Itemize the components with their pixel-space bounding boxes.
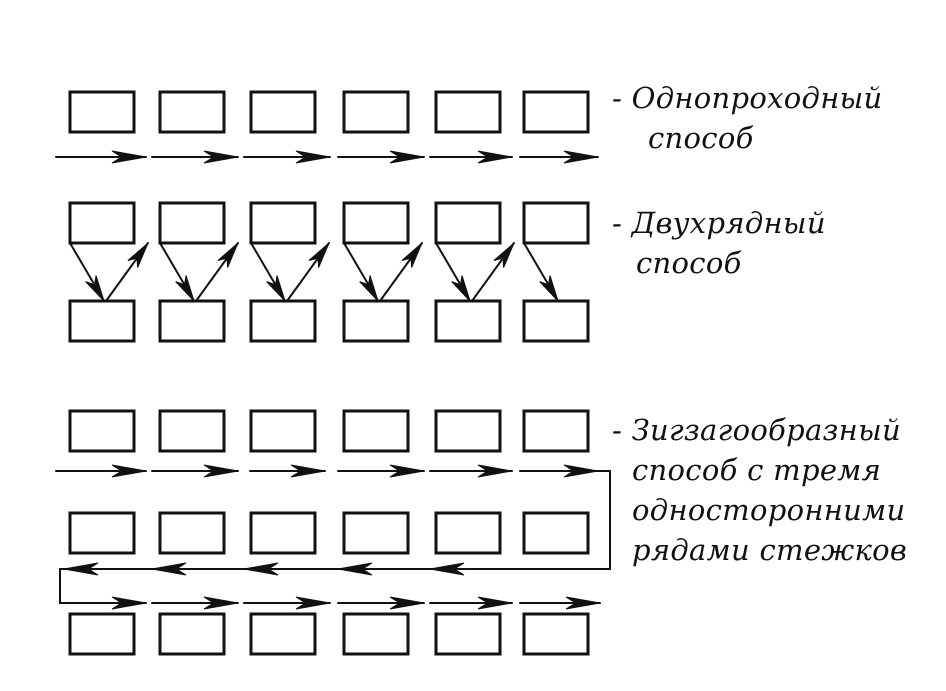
single-pass-arrow-1-head <box>111 150 147 164</box>
double-row-bottom-stitch-4 <box>342 299 410 343</box>
zigzag-forward-arrow-c-4-head <box>389 596 425 610</box>
zigzag-row1-stitch-2 <box>158 409 226 453</box>
double-row-up-arrow-5-head <box>493 242 515 268</box>
caption-zigzag: - Зигзагообразный способ с тремя односто… <box>612 410 907 570</box>
zigzag-row1-stitch-3 <box>249 409 317 453</box>
double-row-down-arrow-3-head <box>266 275 286 302</box>
double-row-bottom-stitch-2 <box>158 299 226 343</box>
caption-double-row-line-2: способ <box>636 246 742 280</box>
double-row-bottom-stitch-5 <box>434 299 502 343</box>
double-row-down-arrow-1-head <box>85 275 105 302</box>
double-row-down-arrow-5-head <box>451 275 471 302</box>
single-pass-arrow-4-head <box>389 150 425 164</box>
caption-single-pass-line-1: - Однопроходный <box>612 81 883 115</box>
caption-double-row: - Двухрядный способ <box>612 203 826 283</box>
caption-zigzag-line-1: - Зигзагообразный <box>612 413 901 447</box>
single-pass-stitch-4 <box>342 90 410 134</box>
zigzag-forward-arrow-a-6-head <box>563 464 599 478</box>
zigzag-forward-arrow-a-2-head <box>203 464 239 478</box>
caption-zigzag-line-2: способ с тремя <box>632 453 882 487</box>
zigzag-row2-stitch-1 <box>68 511 136 555</box>
zigzag-row1-stitch-1 <box>68 409 136 453</box>
zigzag-back-arrow-5-head <box>63 562 99 576</box>
zigzag-row3-stitch-3 <box>249 612 317 656</box>
zigzag-forward-arrow-c-1-head <box>111 596 147 610</box>
double-row-top-stitch-1 <box>68 201 136 245</box>
double-row-down-arrow-6-head <box>539 275 559 302</box>
zigzag-forward-arrow-a-5-head <box>477 464 513 478</box>
double-row-up-arrow-1-head <box>127 242 149 268</box>
double-row-top-stitch-2 <box>158 201 226 245</box>
double-row-bottom-stitch-6 <box>522 299 590 343</box>
zigzag-back-arrow-3-head <box>243 562 279 576</box>
double-row-top-stitch-6 <box>522 201 590 245</box>
zigzag-row2-stitch-4 <box>342 511 410 555</box>
zigzag-row2-stitch-6 <box>522 511 590 555</box>
zigzag-row2-stitch-5 <box>434 511 502 555</box>
zigzag-row2-stitch-2 <box>158 511 226 555</box>
double-row-up-arrow-4-head <box>401 242 423 268</box>
single-pass-stitch-1 <box>68 90 136 134</box>
zigzag-row3-stitch-1 <box>68 612 136 656</box>
single-pass-stitch-2 <box>158 90 226 134</box>
caption-double-row-line-1: - Двухрядный <box>612 206 826 240</box>
zigzag-forward-arrow-a-1-head <box>111 464 147 478</box>
zigzag-row1-stitch-4 <box>342 409 410 453</box>
zigzag-back-arrow-2-head <box>337 562 373 576</box>
caption-single-pass: - Однопроходный способ <box>612 78 883 158</box>
zigzag-forward-arrow-a-4-head <box>389 464 425 478</box>
single-pass-stitch-6 <box>522 90 590 134</box>
double-row-bottom-stitch-3 <box>249 299 317 343</box>
zigzag-forward-arrow-c-6-head <box>565 596 601 610</box>
zigzag-forward-arrow-c-3-head <box>295 596 331 610</box>
zigzag-row1-stitch-6 <box>522 409 590 453</box>
caption-single-pass-line-2: способ <box>648 121 754 155</box>
single-pass-stitch-5 <box>434 90 502 134</box>
zigzag-row1-stitch-5 <box>434 409 502 453</box>
zigzag-back-arrow-1-head <box>429 562 465 576</box>
zigzag-row3-stitch-6 <box>522 612 590 656</box>
zigzag-forward-arrow-a-3-head <box>290 464 326 478</box>
double-row-down-arrow-2-head <box>175 275 195 302</box>
single-pass-stitch-3 <box>249 90 317 134</box>
zigzag-row3-stitch-5 <box>434 612 502 656</box>
zigzag-row3-stitch-4 <box>342 612 410 656</box>
double-row-top-stitch-5 <box>434 201 502 245</box>
single-pass-arrow-5-head <box>477 150 513 164</box>
double-row-top-stitch-4 <box>342 201 410 245</box>
zigzag-back-arrow-4-head <box>151 562 187 576</box>
double-row-up-arrow-2-head <box>217 242 239 268</box>
double-row-up-arrow-3-head <box>308 242 330 268</box>
caption-zigzag-line-4: рядами стежков <box>632 533 908 567</box>
zigzag-row2-stitch-3 <box>249 511 317 555</box>
single-pass-arrow-3-head <box>295 150 331 164</box>
single-pass-arrow-6-head <box>563 150 599 164</box>
caption-zigzag-line-3: односторонними <box>632 493 906 527</box>
double-row-down-arrow-4-head <box>359 275 379 302</box>
zigzag-forward-arrow-c-2-head <box>203 596 239 610</box>
double-row-bottom-stitch-1 <box>68 299 136 343</box>
double-row-top-stitch-3 <box>249 201 317 245</box>
zigzag-forward-arrow-c-5-head <box>477 596 513 610</box>
zigzag-row3-stitch-2 <box>158 612 226 656</box>
single-pass-arrow-2-head <box>203 150 239 164</box>
